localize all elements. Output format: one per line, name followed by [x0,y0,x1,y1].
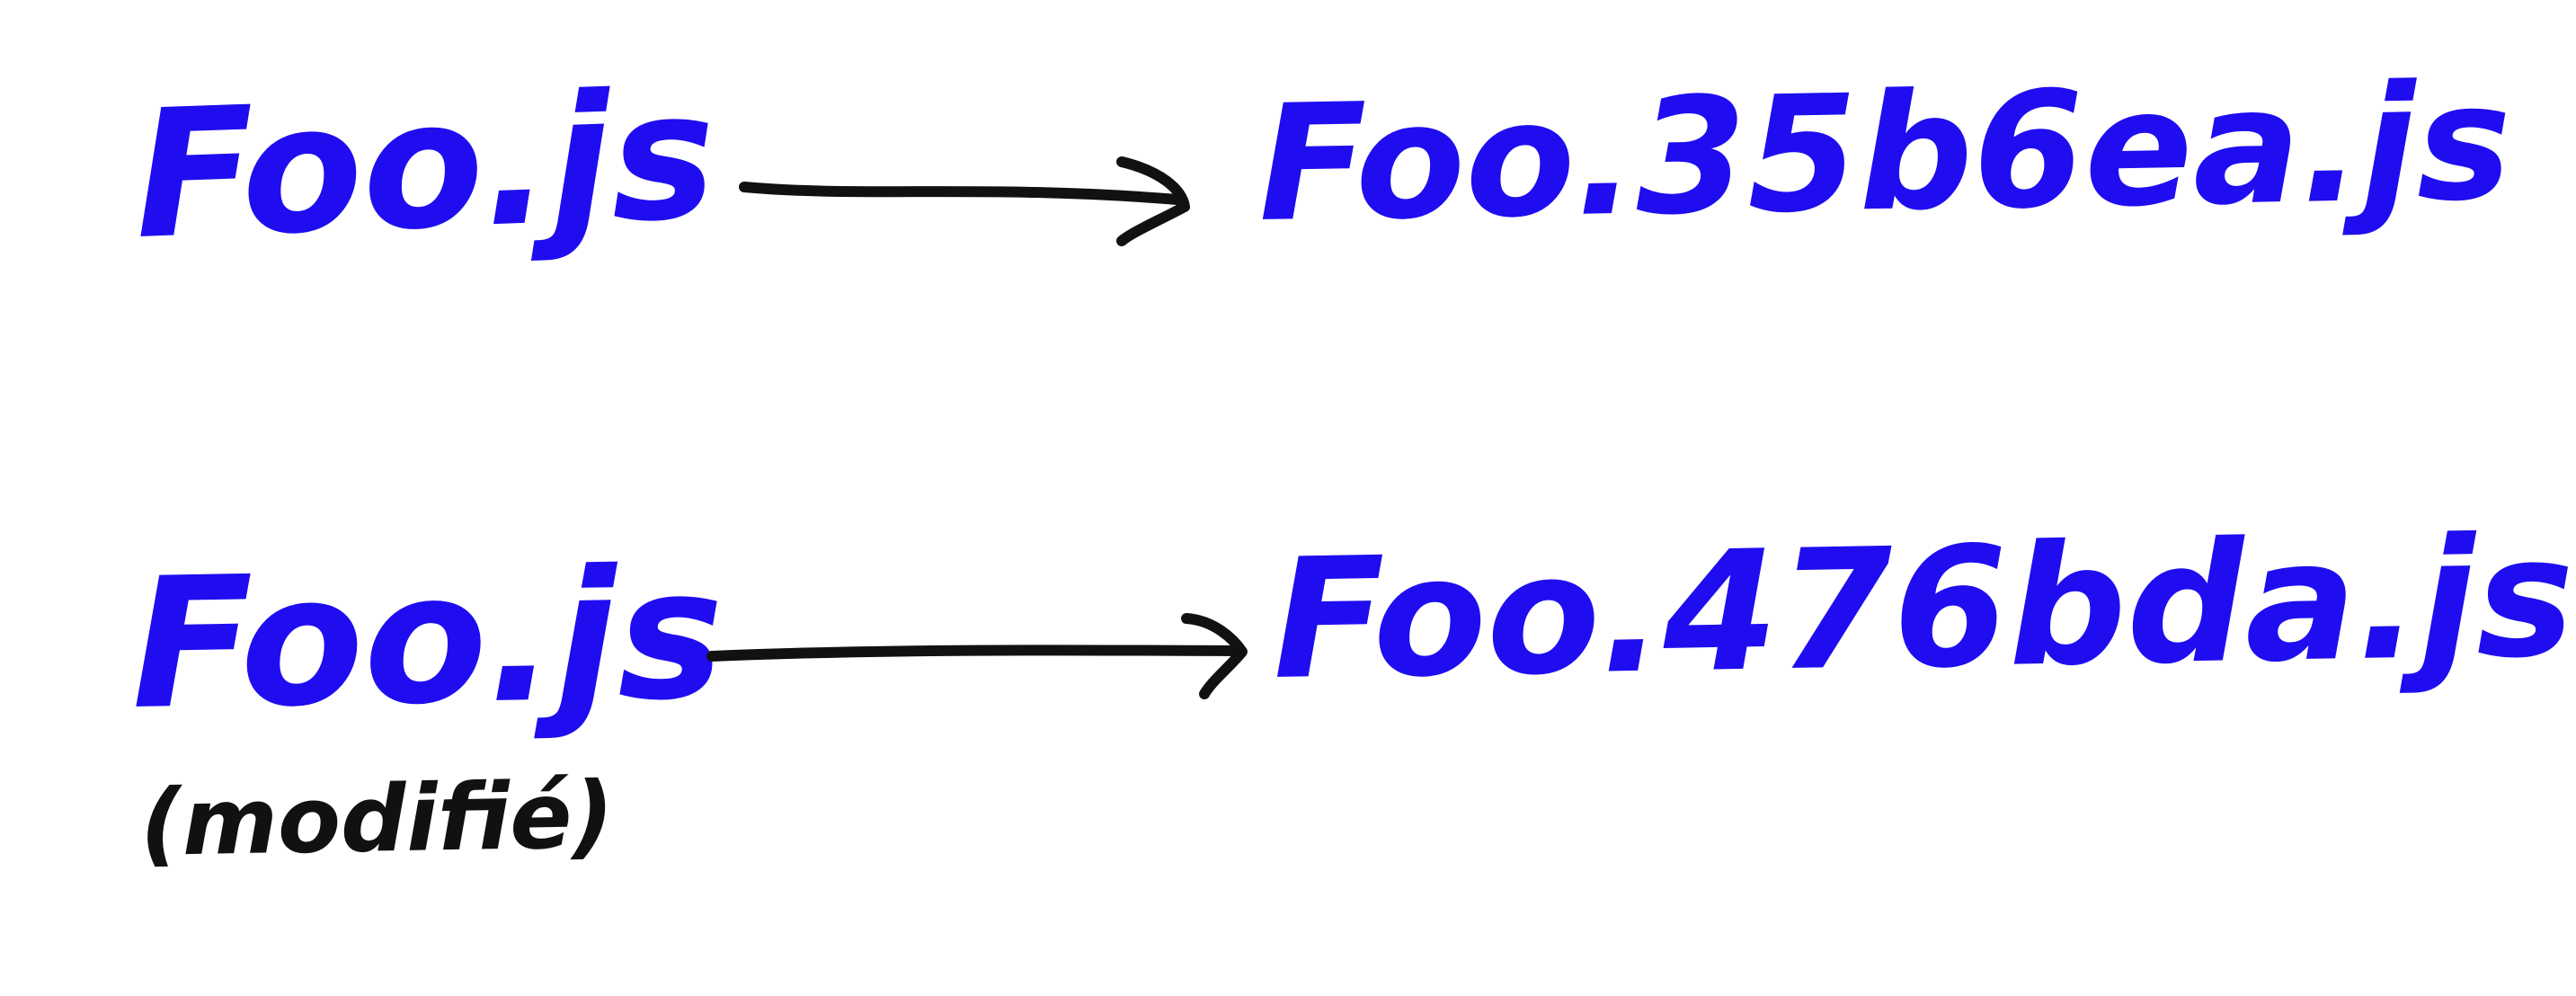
row2-modified-note: (modifié) [138,761,615,877]
row2-target-filename: Foo.476bda.js [1271,501,2576,716]
row1-arrow-shaft [739,182,1183,205]
row1-arrow-head [1116,156,1190,246]
row1-target-filename: Foo.35b6ea.js [1257,49,2513,257]
row2-source-filename: Foo.js [129,529,726,750]
whiteboard-canvas: Foo.js Foo.35b6ea.js Foo.js Foo.476bda.j… [129,49,2576,877]
row2-arrow-shaft [706,645,1241,662]
row2-arrow-head [1181,613,1248,699]
row1-source-filename: Foo.js [131,53,719,279]
